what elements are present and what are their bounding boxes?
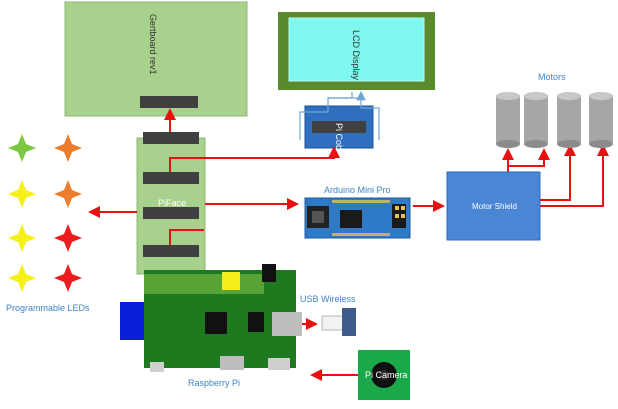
led-red-1 (54, 224, 82, 252)
gertboard-label: Gertboard rev1 (148, 14, 158, 75)
cobbler-to-lcd-lines (299, 90, 380, 140)
arduino-label: Arduino Mini Pro (324, 185, 391, 195)
pi-header-block (144, 274, 264, 294)
led-yellow-3 (8, 264, 36, 292)
programmable-leds-label: Programmable LEDs (6, 303, 90, 313)
pi-soc (205, 312, 227, 334)
led-yellow-1 (8, 180, 36, 208)
usb-wireless: USB Wireless (300, 294, 356, 336)
motor-3 (557, 92, 581, 148)
raspberry-pi-label: Raspberry Pi (188, 378, 240, 388)
arduino-chip (340, 210, 362, 228)
motor-4 (589, 92, 613, 148)
lcd-display-label: LCD Display (351, 30, 361, 81)
pi-usb-port (272, 312, 302, 336)
pi-ethernet-port (120, 302, 146, 340)
motor-shield: Motor Shield (446, 171, 541, 241)
piface-connector-3 (143, 207, 199, 219)
motor-2 (524, 92, 548, 148)
motor-1 (496, 92, 520, 148)
piface-connector-1 (143, 132, 199, 144)
pi-black-jack (262, 264, 276, 282)
pi-camera: Pi Camera (358, 350, 410, 400)
motor-shield-label: Motor Shield (472, 202, 517, 211)
programmable-leds: Programmable LEDs (6, 134, 90, 313)
raspberry-pi: Raspberry Pi (120, 264, 302, 388)
motors-group: Motors (496, 72, 613, 148)
usb-wireless-label: USB Wireless (300, 294, 356, 304)
led-yellow-2 (8, 224, 36, 252)
pi-camera-label: Pi Camera (365, 370, 408, 380)
arduino-mini-pro: Arduino Mini Pro (304, 185, 411, 239)
led-red-2 (54, 264, 82, 292)
pi-cobbler-label: Pi Cobbler (334, 123, 344, 165)
gertboard-board: Gertboard rev1 (64, 1, 248, 117)
pi-cobbler-connector (312, 121, 366, 133)
pi-yellow-jack (222, 272, 240, 290)
led-orange-2 (54, 180, 82, 208)
piface-connector-2 (143, 172, 199, 184)
gertboard-connector (140, 96, 198, 108)
red-wiring (88, 108, 609, 381)
led-orange-1 (54, 134, 82, 162)
usb-wireless-dongle (342, 308, 356, 336)
lcd-display: LCD Display (278, 12, 435, 90)
piface-label: PiFace (158, 198, 186, 208)
pi-cobbler: Pi Cobbler (304, 105, 374, 165)
piface-connector-4 (143, 245, 199, 257)
led-green (8, 134, 36, 162)
motors-label: Motors (538, 72, 566, 82)
piface-board: PiFace (136, 132, 206, 275)
